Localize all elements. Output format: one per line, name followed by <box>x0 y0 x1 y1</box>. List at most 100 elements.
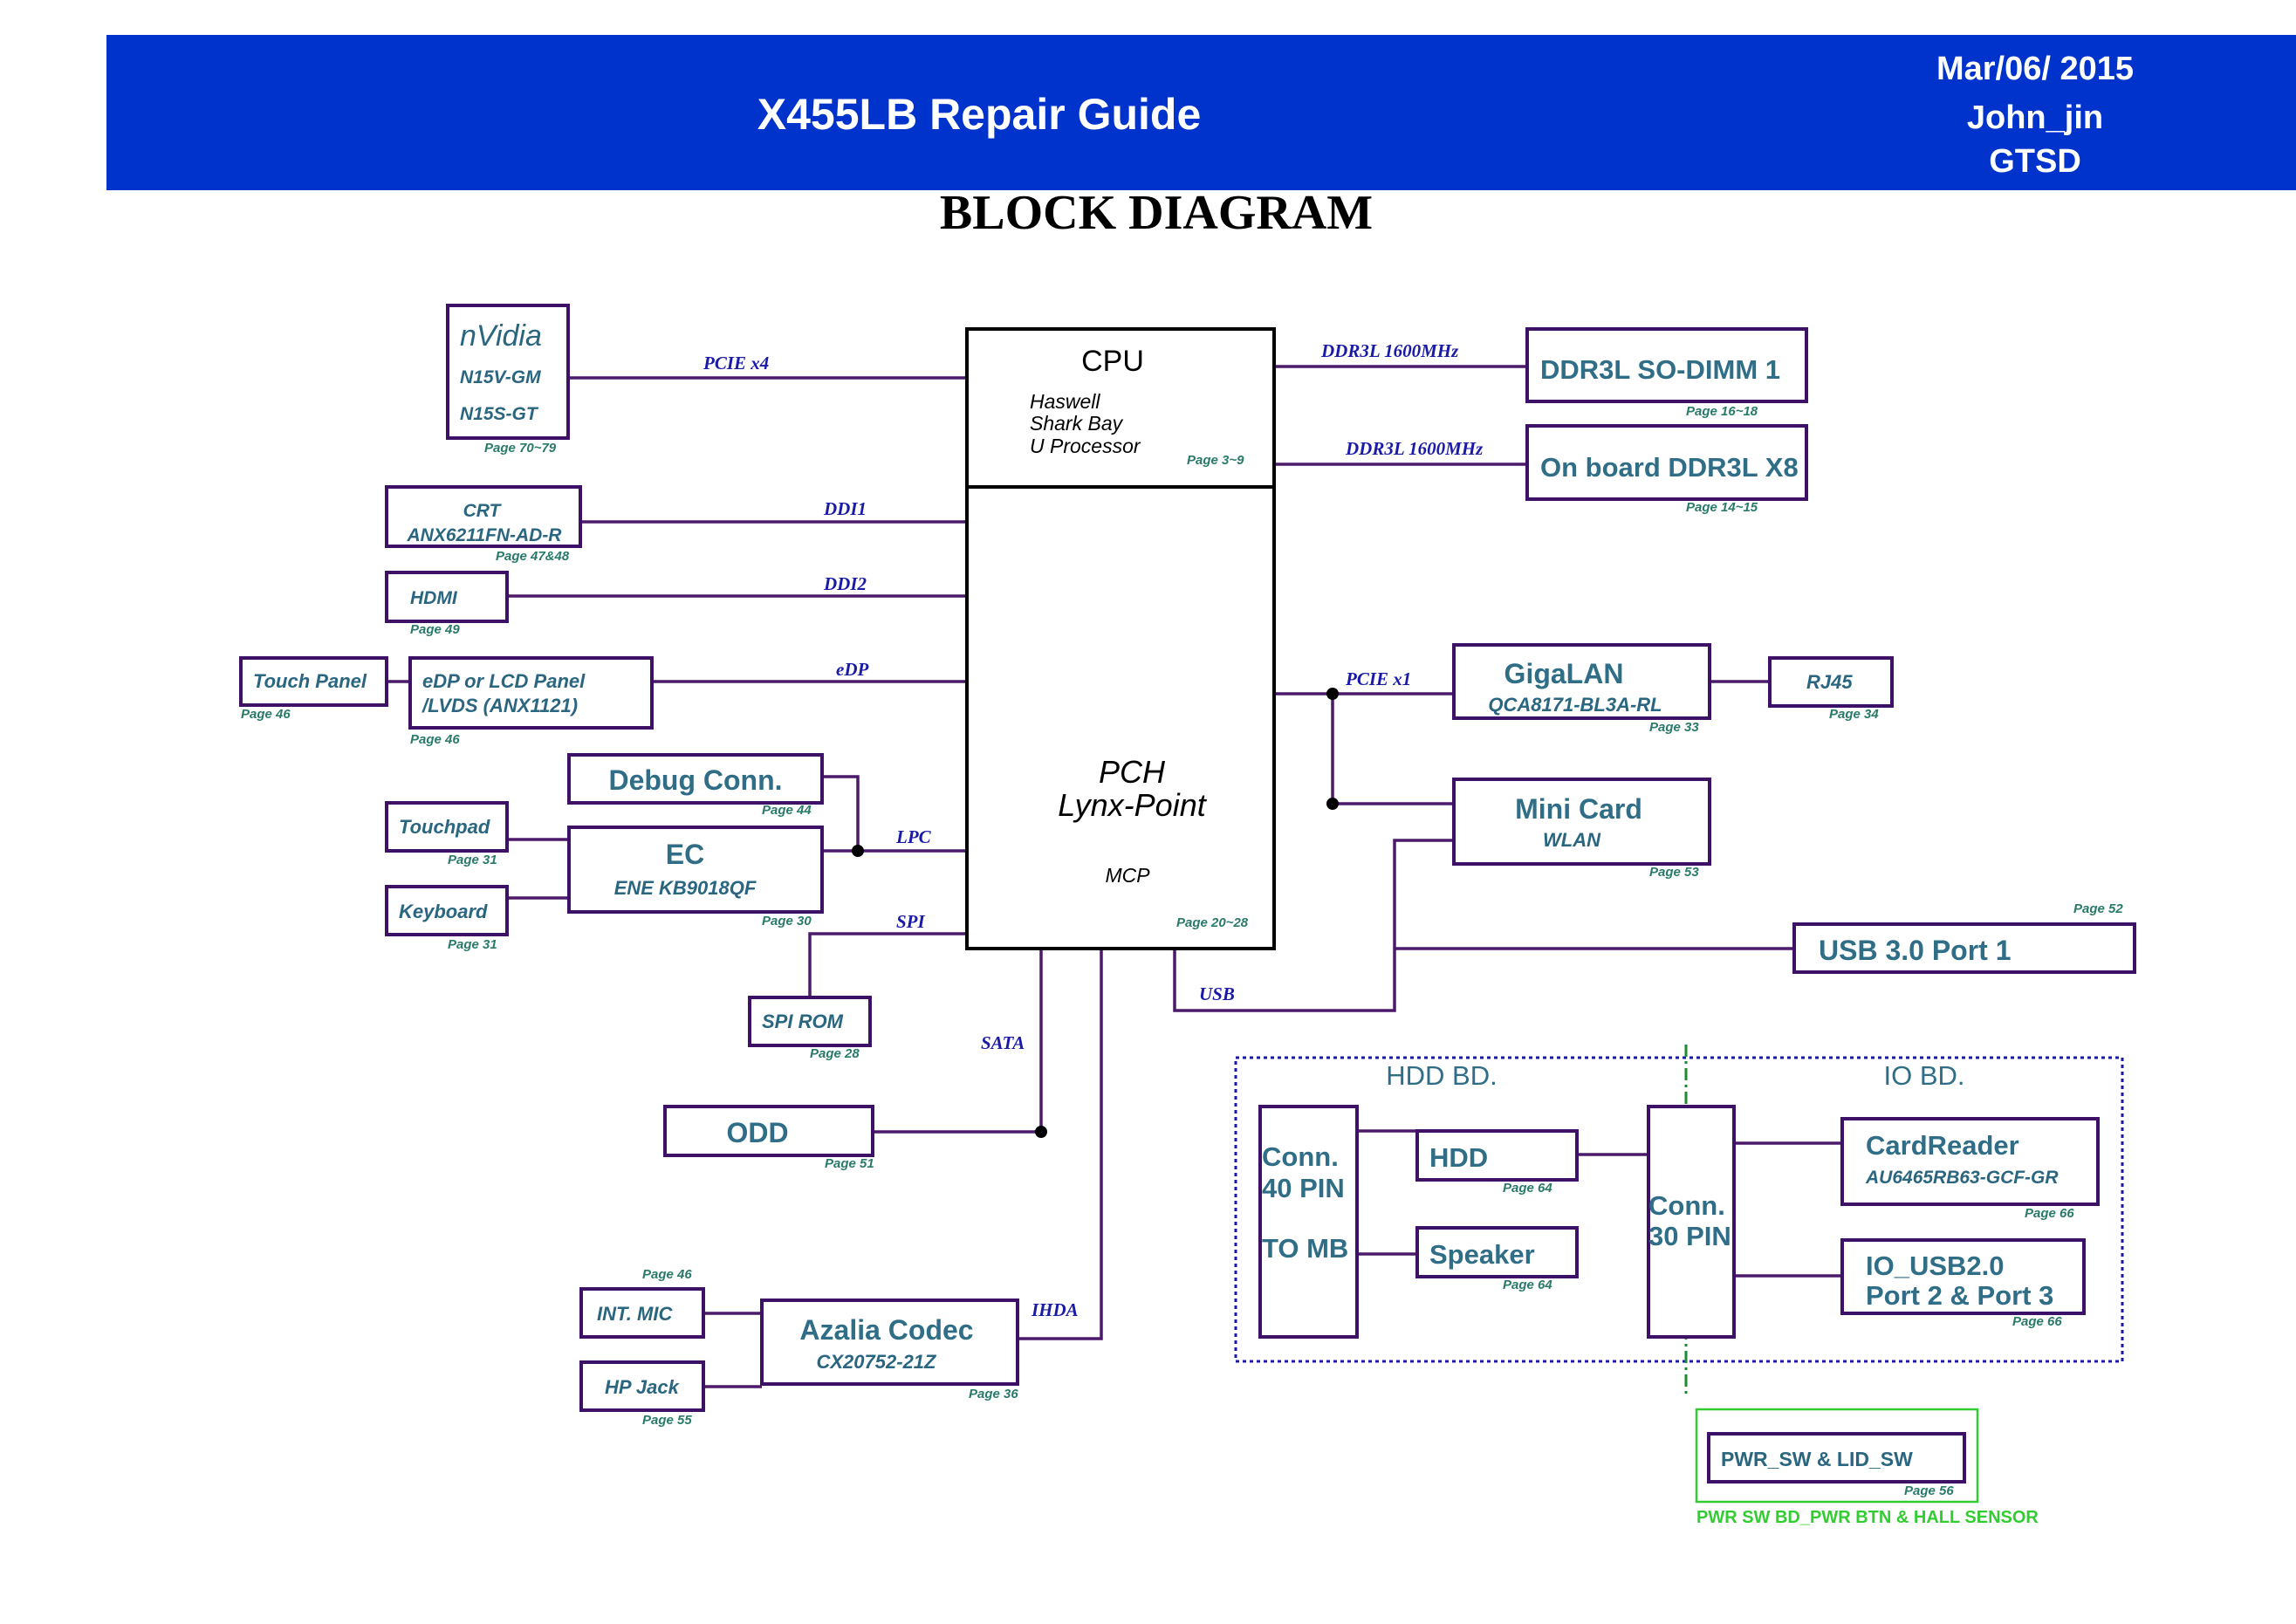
int-mic-block: INT. MIC Page 46 <box>579 1267 705 1339</box>
bus-label-pcie-x4: PCIE x4 <box>703 353 769 373</box>
ddr-onboard-box <box>1525 424 1808 501</box>
bus-label-pcie-x1: PCIE x1 <box>1345 668 1411 689</box>
odd-block: ODD Page 51 <box>663 1105 874 1171</box>
io-usb-line2: Port 2 & Port 3 <box>1866 1280 2053 1311</box>
ddr-onboard-block: On board DDR3L X8 Page 14~15 <box>1525 424 1808 515</box>
int-mic-box <box>579 1287 705 1339</box>
pch-subtitle: Lynx-Point <box>1058 787 1207 823</box>
touchpad-block: Touchpad Page 31 <box>385 801 509 867</box>
cpu-pch-box <box>965 327 1276 950</box>
cpu-line1: Haswell <box>1030 390 1100 413</box>
hdd-box <box>1415 1129 1579 1182</box>
ddr-onboard-page: Page 14~15 <box>1686 500 1758 515</box>
spi-rom-name: SPI ROM <box>762 1011 844 1032</box>
crt-name: CRT <box>463 501 503 521</box>
odd-name: ODD <box>726 1117 788 1148</box>
int-mic-name: INT. MIC <box>597 1303 673 1325</box>
pwr-sw-page: Page 56 <box>1904 1484 1954 1498</box>
nvidia-block: nVidia N15V-GM N15S-GT Page 70~79 <box>446 304 570 456</box>
crt-block: CRT ANX6211FN-AD-R Page 47&48 <box>385 485 582 564</box>
minicard-page: Page 53 <box>1649 865 1699 880</box>
speaker-box <box>1415 1226 1579 1278</box>
touchpad-box <box>385 801 509 853</box>
junction-dot <box>852 845 864 857</box>
edp-line2: /LVDS (ANX1121) <box>422 695 578 716</box>
crt-box <box>385 485 582 548</box>
edp-block: eDP or LCD Panel /LVDS (ANX1121) Page 46 <box>408 656 654 747</box>
gigalan-block: GigaLAN QCA8171-BL3A-RL Page 33 <box>1452 643 1711 735</box>
ddr-sodimm-box <box>1525 327 1808 403</box>
hdmi-page: Page 49 <box>410 622 460 637</box>
wire-debug <box>822 775 860 851</box>
pwr-sw-caption: PWR SW BD_PWR BTN & HALL SENSOR <box>1696 1508 2039 1527</box>
header-banner: X455LB Repair Guide Mar/06/ 2015 John_ji… <box>106 35 2296 190</box>
codec-chip: CX20752-21Z <box>817 1351 938 1373</box>
pch-title: PCH <box>1099 754 1166 790</box>
conn40-box <box>1258 1105 1359 1339</box>
junction-dot <box>1326 798 1339 810</box>
conn40-line3: TO MB <box>1262 1233 1348 1264</box>
keyboard-name: Keyboard <box>399 901 488 922</box>
rj45-box <box>1768 656 1894 708</box>
spi-rom-page: Page 28 <box>810 1046 860 1061</box>
touchpad-page: Page 31 <box>448 853 497 867</box>
cardreader-chip: AU6465RB63-GCF-GR <box>1865 1168 2059 1188</box>
ec-box <box>567 826 824 914</box>
debug-box <box>567 753 824 805</box>
debug-name: Debug Conn. <box>608 764 782 796</box>
codec-box <box>760 1299 1019 1386</box>
cpu-title: CPU <box>1081 345 1144 378</box>
pwr-sw-frame <box>1695 1408 1979 1504</box>
codec-page: Page 36 <box>969 1387 1018 1401</box>
edp-line1: eDP or LCD Panel <box>422 670 586 692</box>
nvidia-chip1: N15V-GM <box>460 367 541 387</box>
gigalan-name: GigaLAN <box>1504 658 1624 689</box>
usb30-page: Page 52 <box>2073 901 2123 916</box>
pwr-sw-name: PWR_SW & LID_SW <box>1721 1448 1913 1470</box>
cardreader-page: Page 66 <box>2025 1206 2074 1221</box>
bus-label-usb: USB <box>1199 983 1235 1004</box>
gigalan-box <box>1452 643 1711 720</box>
nvidia-chip2: N15S-GT <box>460 404 539 424</box>
gigalan-page: Page 33 <box>1649 720 1699 735</box>
rj45-page: Page 34 <box>1829 707 1879 722</box>
spi-rom-box <box>748 996 872 1047</box>
hp-jack-box <box>579 1360 705 1412</box>
ec-block: EC ENE KB9018QF Page 30 <box>567 826 824 928</box>
ddr-sodimm-page: Page 16~18 <box>1686 404 1758 419</box>
ddr-onboard-name: On board DDR3L X8 <box>1540 452 1799 483</box>
crt-page: Page 47&48 <box>496 549 570 564</box>
keyboard-page: Page 31 <box>448 937 497 952</box>
gigalan-chip: QCA8171-BL3A-RL <box>1488 694 1662 716</box>
header-date: Mar/06/ 2015 <box>1936 51 2135 87</box>
ec-page: Page 30 <box>762 914 812 928</box>
diagram-title: BLOCK DIAGRAM <box>939 186 1374 240</box>
pwr-sw-board: PWR_SW & LID_SW Page 56 PWR SW BD_PWR BT… <box>1695 1408 2039 1527</box>
hp-jack-block: HP Jack Page 55 <box>579 1360 705 1428</box>
keyboard-block: Keyboard Page 31 <box>385 885 509 952</box>
header-author: John_jin <box>1966 99 2104 136</box>
cpu-pch-block: CPU Haswell Shark Bay U Processor Page 3… <box>965 327 1276 950</box>
pwr-sw-box <box>1707 1432 1966 1484</box>
wires <box>387 365 1842 1388</box>
speaker-name: Speaker <box>1429 1239 1535 1270</box>
hdd-name: HDD <box>1429 1142 1488 1173</box>
int-mic-page: Page 46 <box>642 1267 692 1282</box>
touch-panel-box <box>239 656 388 707</box>
rj45-block: RJ45 Page 34 <box>1768 656 1894 722</box>
cardreader-box <box>1840 1117 2100 1206</box>
rj45-name: RJ45 <box>1806 671 1853 693</box>
io-usb-box <box>1840 1238 2086 1315</box>
conn40-line2: 40 PIN <box>1262 1173 1345 1203</box>
wire-minicard <box>1331 694 1454 805</box>
edp-box <box>408 656 654 730</box>
bus-labels: PCIE x4 DDI1 DDI2 eDP LPC SPI SATA IHDA … <box>703 340 1484 1320</box>
usb30-name: USB 3.0 Port 1 <box>1819 935 2012 966</box>
cardreader-name: CardReader <box>1866 1130 2019 1161</box>
minicard-name: Mini Card <box>1515 793 1642 825</box>
cpu-line3: U Processor <box>1030 435 1141 457</box>
debug-block: Debug Conn. Page 44 <box>567 753 824 818</box>
pch-page: Page 20~28 <box>1176 915 1249 930</box>
touchpad-name: Touchpad <box>399 816 490 838</box>
